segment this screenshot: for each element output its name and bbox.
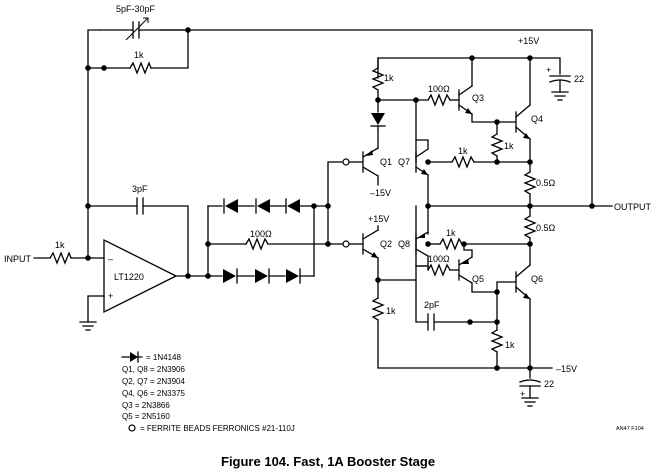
resistor-1k-q3-label: 1k [504,141,514,151]
top-cap-label: 22 [574,74,584,84]
top-cap-plus: + [546,65,551,75]
resistor-1k-top-label: 1k [384,73,394,83]
parts-legend: = 1N4148 Q1, Q8 = 2N3906 Q2, Q7 = 2N3904… [121,351,295,433]
diode-icon [223,268,238,284]
bias-resistor-label: 100Ω [250,229,272,239]
resistor-05-bottom-label: 0.5Ω [536,223,556,233]
input-stage: INPUT 1k – + LT1220 [4,238,209,331]
q2-supply-label: +15V [368,214,389,224]
input-resistor [49,251,72,265]
q2-label: Q2 [380,239,392,249]
resistor-100-q5 [427,263,451,277]
q1-label: Q1 [380,157,392,167]
diode-icon [285,198,300,214]
legend-q3: Q3 = 2N3866 [122,401,170,410]
diode-icon [223,198,238,214]
resistor-1k-q8 [439,237,463,251]
figure-caption: Figure 104. Fast, 1A Booster Stage [221,454,435,469]
resistor-1k-q5-label: 1k [505,340,515,350]
upper-output-half: +15V 1k 100Ω Q3 [370,36,584,207]
resistor-05-bottom [523,215,537,239]
diode-icon [286,268,301,284]
q3-label: Q3 [472,93,484,103]
q6-label: Q6 [531,274,543,284]
input-resistor-label: 1k [55,240,65,250]
legend-diode: = 1N4148 [146,353,181,362]
feedback-resistor [129,61,152,75]
resistor-100-q3 [427,93,451,107]
diode-icon [255,198,270,214]
opamp-lt1220 [103,238,178,314]
feedback-resistor-label: 1k [134,50,144,60]
resistor-1k-q2-label: 1k [386,306,396,316]
figure-code: AN47 F104 [616,426,644,432]
transistor-q4 [515,104,531,140]
q1-supply-label: –15V [370,188,391,198]
bottom-cap-label: 22 [544,379,554,389]
q5-label: Q5 [472,274,484,284]
output-node: OUTPUT [425,202,652,212]
lower-output-half: 0.5Ω Q8 1k 100Ω Q5 [371,205,577,407]
bottom-supply-label: –15V [556,364,577,374]
resistor-1k-q7-label: 1k [458,146,468,156]
input-followers: Q1 –15V Q2 +15V [342,129,392,281]
resistor-100-q3-label: 100Ω [428,84,450,94]
transistor-q6 [515,264,531,300]
bias-resistor-100 [245,237,269,251]
ferrite-bead-icon [128,424,136,432]
diode-icon [370,113,386,127]
resistor-05-top-label: 0.5Ω [536,178,556,188]
resistor-1k-q8-label: 1k [446,228,456,238]
q8-label: Q8 [398,239,410,249]
input-label: INPUT [4,254,32,264]
transistor-q3 [458,85,473,115]
top-supply-label: +15V [518,36,539,46]
q7-label: Q7 [398,157,410,167]
ferrite-bead-icon [342,240,350,248]
resistor-05-top [523,171,537,195]
ferrite-bead-icon [342,158,350,166]
bias-diodes: 100Ω [205,161,343,284]
bottom-cap-plus: + [520,389,525,399]
opamp-minus: – [108,254,113,264]
comp-cap-label: 3pF [132,184,148,194]
legend-q1-q8: Q1, Q8 = 2N3906 [122,365,185,374]
resistor-1k-q2 [371,297,385,321]
resistor-100-q5-label: 100Ω [428,254,450,264]
resistor-1k-q3 [490,133,504,157]
opamp-label: LT1220 [114,272,144,282]
legend-q2-q7: Q2, Q7 = 2N3904 [122,377,185,386]
resistor-1k-q5 [490,329,504,353]
transistor-q5 [458,256,473,284]
resistor-1k-q7 [451,155,475,169]
opamp-plus: + [108,291,113,301]
output-label: OUTPUT [614,202,652,212]
capacitor-2pf-label: 2pF [424,300,440,310]
legend-q4-q6: Q4, Q6 = 2N3375 [122,389,185,398]
legend-ferrite: = FERRITE BEADS FERRONICS #21-110J [140,424,295,433]
var-cap-label: 5pF-30pF [116,4,156,14]
variable-capacitor [99,17,189,41]
resistor-1k-top [371,67,385,91]
transistor-q2 [362,229,379,259]
transistor-q1 [362,147,379,177]
diode-icon [121,351,143,363]
legend-q5: Q5 = 2N5160 [122,412,170,421]
transistor-q7 [415,148,429,176]
diode-icon [255,268,270,284]
q4-label: Q4 [531,114,543,124]
